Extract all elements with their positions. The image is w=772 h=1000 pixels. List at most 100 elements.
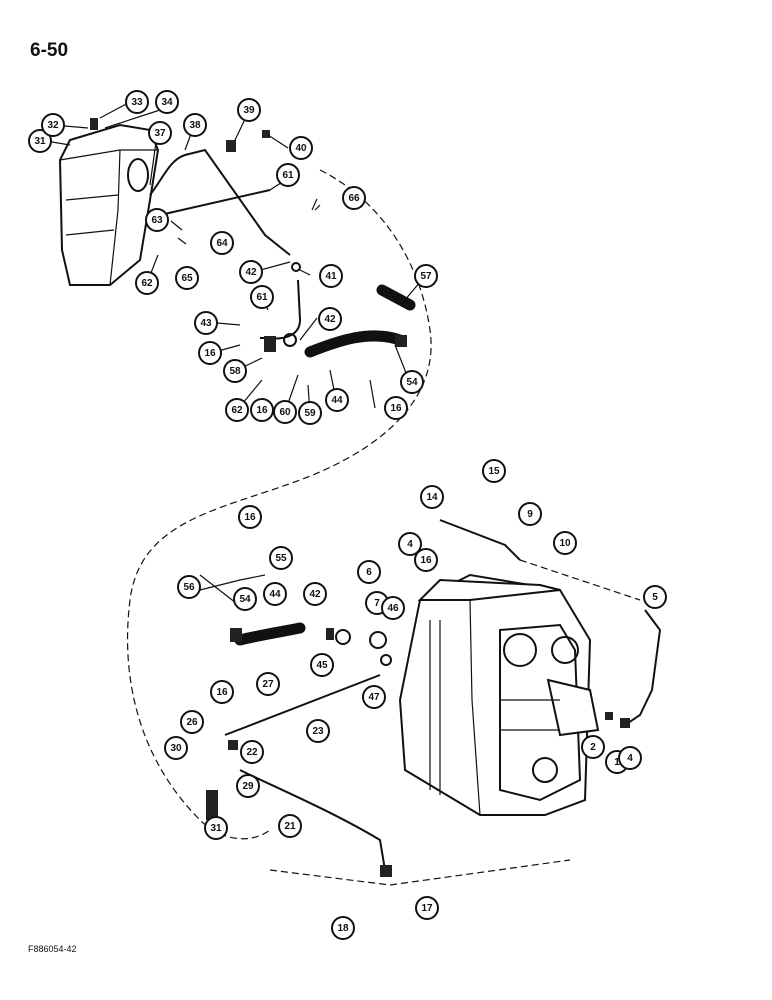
callout-62: 62 xyxy=(135,271,159,295)
callout-61: 61 xyxy=(250,285,274,309)
callout-label: 42 xyxy=(309,589,321,600)
callout-65: 65 xyxy=(175,266,199,290)
callout-23: 23 xyxy=(306,719,330,743)
callout-label: 9 xyxy=(527,509,533,520)
callout-label: 57 xyxy=(420,271,432,282)
callout-14: 14 xyxy=(420,485,444,509)
callout-21: 21 xyxy=(278,814,302,838)
callout-33: 33 xyxy=(125,90,149,114)
callout-label: 16 xyxy=(390,403,402,414)
callout-54: 54 xyxy=(400,370,424,394)
callout-22: 22 xyxy=(240,740,264,764)
callout-10: 10 xyxy=(553,531,577,555)
callout-label: 16 xyxy=(204,348,216,359)
hose-upper xyxy=(304,330,406,358)
callout-60: 60 xyxy=(273,400,297,424)
callout-41: 41 xyxy=(319,264,343,288)
callout-4: 4 xyxy=(618,746,642,770)
callout-6: 6 xyxy=(357,560,381,584)
callout-label: 47 xyxy=(368,692,380,703)
callout-label: 41 xyxy=(325,271,337,282)
callout-39: 39 xyxy=(237,98,261,122)
callout-59: 59 xyxy=(298,401,322,425)
callout-46: 46 xyxy=(381,596,405,620)
callout-label: 61 xyxy=(282,170,294,181)
transmission-housing xyxy=(398,573,600,816)
routing-line-3 xyxy=(519,559,641,601)
callout-56: 56 xyxy=(177,575,201,599)
callout-label: 43 xyxy=(200,318,212,329)
callout-label: 16 xyxy=(216,687,228,698)
callout-label: 16 xyxy=(256,405,268,416)
callout-16: 16 xyxy=(210,680,234,704)
figure-code: F886054-42 xyxy=(28,944,77,954)
callout-55: 55 xyxy=(269,546,293,570)
callout-32: 32 xyxy=(41,113,65,137)
callout-18: 18 xyxy=(331,916,355,940)
hose-lower xyxy=(234,622,306,646)
callout-43: 43 xyxy=(194,311,218,335)
callout-34: 34 xyxy=(155,90,179,114)
callout-54: 54 xyxy=(233,587,257,611)
callout-61: 61 xyxy=(276,163,300,187)
callout-label: 31 xyxy=(210,823,222,834)
callout-label: 17 xyxy=(421,903,433,914)
callout-label: 40 xyxy=(295,143,307,154)
callout-label: 33 xyxy=(131,97,143,108)
callout-26: 26 xyxy=(180,710,204,734)
callout-42: 42 xyxy=(239,260,263,284)
callout-30: 30 xyxy=(164,736,188,760)
callout-label: 1 xyxy=(614,757,620,768)
callout-label: 62 xyxy=(231,405,243,416)
callout-27: 27 xyxy=(256,672,280,696)
callout-5: 5 xyxy=(643,585,667,609)
callout-label: 4 xyxy=(627,753,633,764)
callout-label: 42 xyxy=(245,267,257,278)
callout-45: 45 xyxy=(310,653,334,677)
callout-label: 56 xyxy=(183,582,195,593)
callout-label: 32 xyxy=(47,120,59,131)
page-number: 6-50 xyxy=(30,40,69,61)
callout-label: 62 xyxy=(141,278,153,289)
callout-label: 2 xyxy=(590,742,596,753)
hose-top-right xyxy=(376,284,416,311)
callout-label: 6 xyxy=(366,567,372,578)
callout-label: 26 xyxy=(186,717,198,728)
callout-label: 55 xyxy=(275,553,287,564)
callout-42: 42 xyxy=(303,582,327,606)
callout-label: 16 xyxy=(244,512,256,523)
callout-label: 30 xyxy=(170,743,182,754)
callout-label: 59 xyxy=(304,408,316,419)
tube-61-upper xyxy=(159,189,271,216)
callout-4: 4 xyxy=(398,532,422,556)
callout-31: 31 xyxy=(28,129,52,153)
callout-44: 44 xyxy=(325,388,349,412)
callout-40: 40 xyxy=(289,136,313,160)
callout-label: 42 xyxy=(324,314,336,325)
callout-label: 23 xyxy=(312,726,324,737)
callout-31: 31 xyxy=(204,816,228,840)
callout-label: 46 xyxy=(387,603,399,614)
reservoir-tank xyxy=(58,123,160,286)
callout-label: 58 xyxy=(229,366,241,377)
callout-label: 22 xyxy=(246,747,258,758)
callout-label: 38 xyxy=(189,120,201,131)
callout-2: 2 xyxy=(581,735,605,759)
callout-16: 16 xyxy=(198,341,222,365)
callout-label: 18 xyxy=(337,923,349,934)
callout-label: 44 xyxy=(331,395,343,406)
callout-label: 7 xyxy=(374,598,380,609)
callout-58: 58 xyxy=(223,359,247,383)
callout-15: 15 xyxy=(482,459,506,483)
callout-62: 62 xyxy=(225,398,249,422)
tube-38 xyxy=(149,148,291,256)
callout-label: 63 xyxy=(151,215,163,226)
callout-label: 64 xyxy=(216,238,228,249)
routing-line-2 xyxy=(269,859,571,886)
callout-47: 47 xyxy=(362,685,386,709)
tube-14-9 xyxy=(439,519,521,561)
routing-line xyxy=(127,169,432,840)
callout-label: 54 xyxy=(406,377,418,388)
callout-label: 31 xyxy=(34,136,46,147)
